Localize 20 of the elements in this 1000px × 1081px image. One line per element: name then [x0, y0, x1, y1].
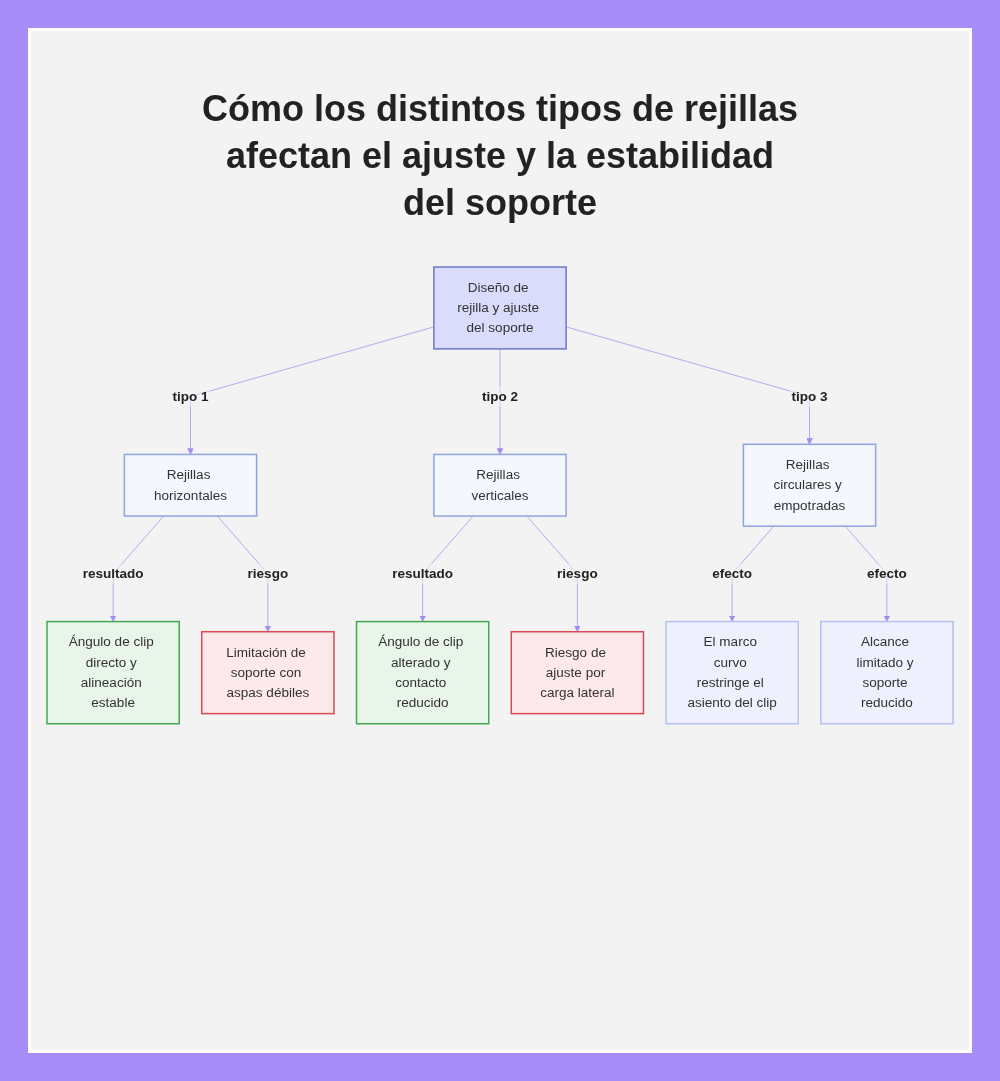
edge-label: riesgo	[557, 566, 598, 582]
node-box: Riesgo de ajuste por carga lateral	[510, 631, 645, 715]
edge-label: tipo 3	[791, 388, 828, 404]
edge-label: resultado	[392, 566, 454, 582]
edge-label: efecto	[712, 566, 753, 582]
node-box: El marco curvo restringe el asiento del clip	[665, 620, 799, 725]
title: Cómo los distintos tipos de rejillas afectan el ajuste y la estabilidad del soporte	[200, 87, 800, 225]
node-box: Alcance limitado y soporte reducido	[820, 620, 954, 725]
edge-label: resultado	[82, 566, 144, 582]
edge-label: tipo 1	[172, 388, 209, 404]
node-box: Diseño de rejilla y ajuste del soporte	[433, 266, 567, 350]
node-box: Rejillas horizontales	[123, 453, 258, 517]
node-box: Ángulo de clip directo y alineación estable	[46, 620, 180, 725]
edge-label: efecto	[866, 566, 907, 582]
node-box: Ángulo de clip alterado y contacto reducido	[355, 620, 490, 725]
edge-label: riesgo	[247, 566, 289, 582]
edge-label: tipo 2	[481, 388, 519, 404]
node-box: Limitación de soporte con aspas débiles	[201, 631, 335, 715]
node-box: Rejillas circulares y empotradas	[742, 443, 877, 527]
node-box: Rejillas verticales	[433, 453, 567, 517]
